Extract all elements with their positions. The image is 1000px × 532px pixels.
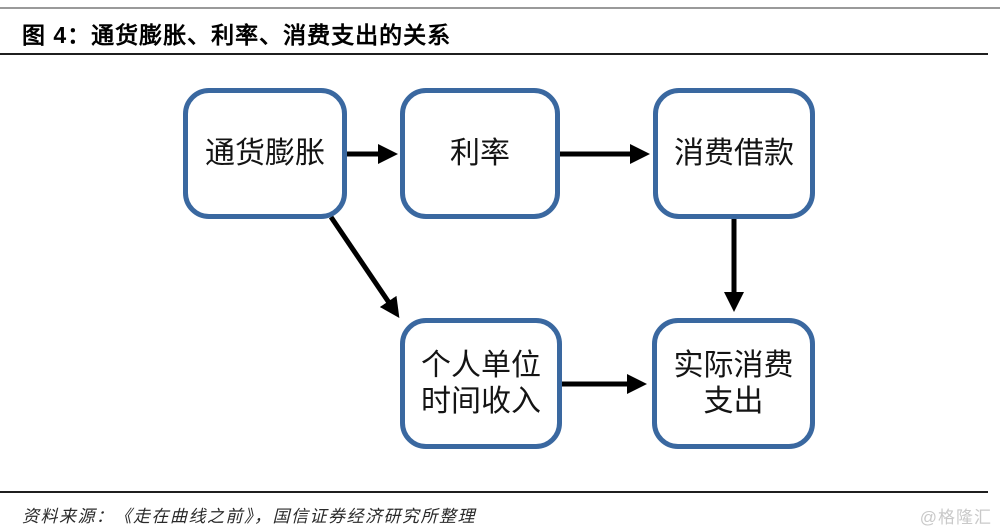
node-label-line2: 时间收入: [421, 384, 541, 418]
node-label: 通货膨胀: [205, 136, 325, 170]
node-label-line2: 支出: [703, 384, 764, 418]
figure-title: 图 4：通货膨胀、利率、消费支出的关系: [22, 22, 452, 48]
footer-divider: [0, 491, 988, 493]
source-note: 资料来源：《走在曲线之前》，国信证券经济研究所整理: [22, 507, 476, 526]
node-label-line1: 实际消费: [673, 348, 794, 382]
node-personal-unit-time-income: 个人单位 时间收入: [400, 318, 562, 449]
node-label: 利率: [450, 136, 510, 170]
node-interest-rate: 利率: [400, 88, 560, 219]
node-consumer-borrowing: 消费借款: [653, 88, 815, 219]
node-actual-consumption-expenditure: 实际消费 支出: [652, 318, 815, 449]
title-underline-divider: [0, 53, 988, 55]
node-label-line1: 个人单位: [421, 348, 541, 382]
watermark-gelonghui: @格隆汇: [919, 508, 992, 527]
top-divider: [0, 7, 1000, 9]
arrow-inflation-to-personal-income: [328, 215, 400, 318]
node-inflation: 通货膨胀: [183, 88, 347, 219]
node-label: 消费借款: [674, 136, 794, 170]
